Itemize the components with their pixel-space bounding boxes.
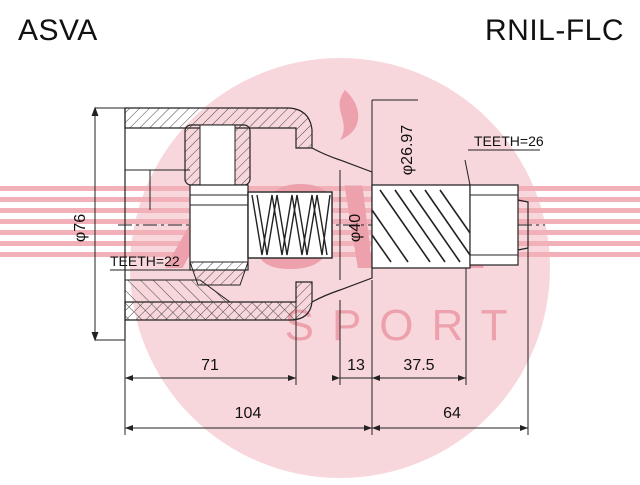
label-teeth-outer: TEETH=26 xyxy=(474,133,544,149)
dim-64: 64 xyxy=(443,405,461,422)
dim-inner-diameter: φ40 xyxy=(347,214,364,242)
spring xyxy=(247,191,333,259)
brand-logo-text: ASVA xyxy=(18,14,98,47)
watermark: ASVA SPORT xyxy=(0,58,640,478)
watermark-text-sub: SPORT xyxy=(285,301,526,350)
dim-104: 104 xyxy=(235,405,262,422)
arrowheads xyxy=(125,375,528,431)
part-number: RNIL-FLC xyxy=(484,14,624,47)
dim-37-5: 37.5 xyxy=(403,357,434,374)
dimensions xyxy=(91,99,540,435)
watermark-flame-icon xyxy=(339,90,359,140)
dim-71: 71 xyxy=(201,357,219,374)
tripod-hub xyxy=(189,184,249,271)
dim-outer-diameter: φ76 xyxy=(72,214,89,242)
tripod xyxy=(184,124,251,286)
label-teeth-inner: TEETH=22 xyxy=(110,253,180,269)
spline-stub xyxy=(469,184,519,266)
shaft xyxy=(371,184,529,269)
dim-13: 13 xyxy=(347,357,365,374)
dim-shaft-diameter: φ26.97 xyxy=(399,125,416,176)
housing xyxy=(95,107,373,341)
